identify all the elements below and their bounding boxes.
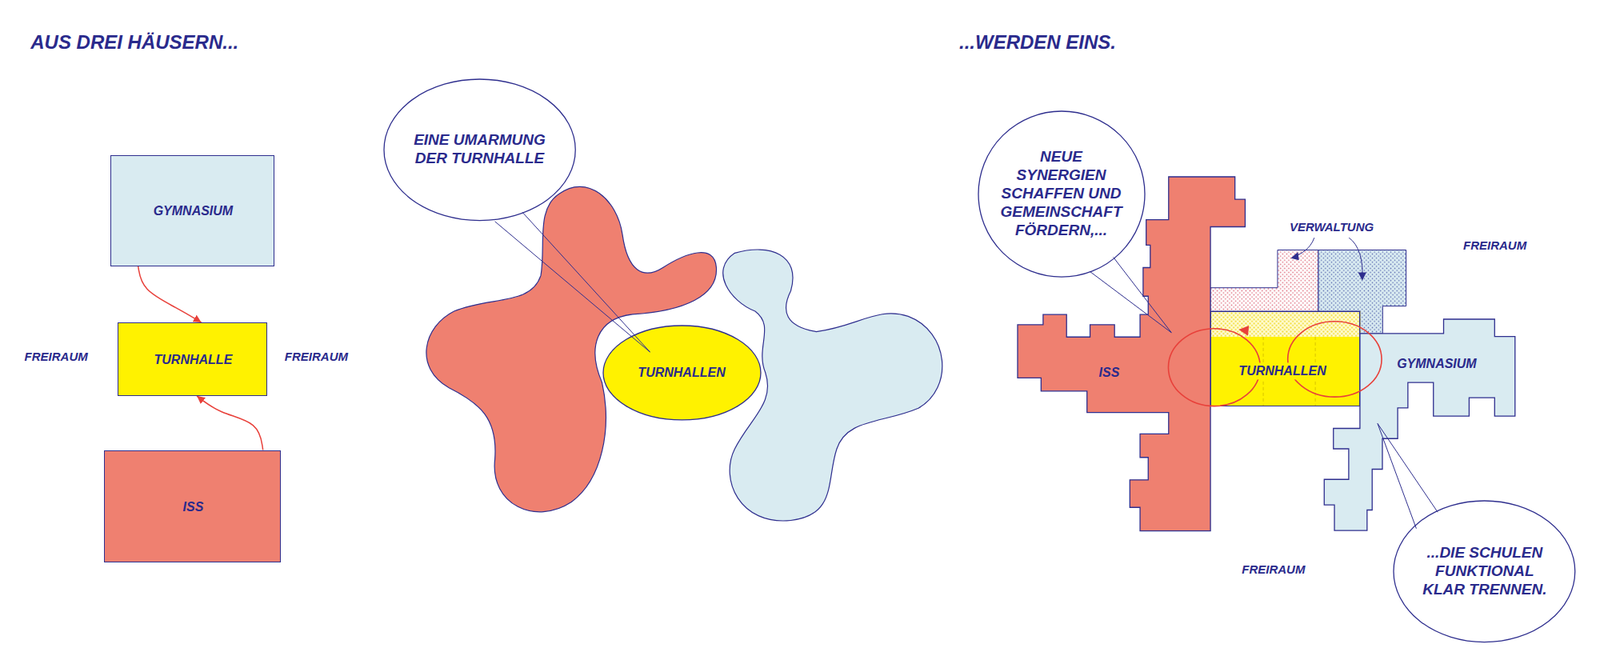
building-box: ISS — [104, 450, 281, 563]
bubble-outline — [978, 111, 1145, 277]
building-box: TURNHALLE — [117, 322, 268, 396]
building-box: GYMNASIUM — [110, 155, 275, 267]
verwaltung-area — [1210, 249, 1319, 312]
hall-box: TURNHALLEN — [1210, 311, 1361, 407]
synergy-loop — [1168, 328, 1260, 407]
area-label: FREIRAUM — [1241, 562, 1305, 577]
node-label: GYMNASIUM — [1396, 356, 1477, 372]
hall-ellipse: TURNHALLEN — [602, 324, 762, 421]
area-label: FREIRAUM — [1463, 238, 1527, 253]
ellipse-outline — [603, 325, 761, 420]
heading: ...WERDEN EINS. — [959, 31, 1116, 55]
area-label: VERWALTUNG — [1289, 220, 1374, 235]
synergy-loop — [1288, 321, 1382, 397]
node-label: TURNHALLEN — [637, 364, 725, 380]
area-label: FREIRAUM — [24, 349, 88, 364]
node-label: TURNHALLE — [154, 352, 233, 368]
bubble-tail — [1377, 423, 1438, 528]
node-label: EINE UMARMUNG DER TURNHALLE — [405, 132, 554, 169]
speech-bubble: EINE UMARMUNG DER TURNHALLE — [383, 78, 576, 222]
building-outline — [1323, 319, 1543, 531]
verwaltung-arrow — [1348, 237, 1363, 276]
flow-arrow — [196, 396, 264, 451]
flow-arrow — [138, 266, 202, 323]
verwaltung-arrowhead — [1291, 252, 1300, 260]
area-label: FREIRAUM — [284, 349, 348, 364]
building-outline — [1324, 319, 1516, 531]
bubble-outline — [384, 79, 576, 221]
hall-fill — [1210, 311, 1360, 407]
loop-arrowhead — [1277, 368, 1287, 380]
speech-bubble: NEUE SYNERGIEN SCHAFFEN UND GEMEINSCHAFT… — [977, 110, 1146, 278]
node-label: ISS — [183, 499, 204, 515]
verwaltung-arrowhead — [1358, 272, 1367, 281]
bubble-tail — [495, 212, 651, 352]
heading: AUS DREI HÄUSERN... — [30, 31, 239, 55]
hall-strip — [1210, 311, 1360, 337]
speech-bubble: ...DIE SCHULEN FUNKTIONAL KLAR TRENNEN. — [1392, 500, 1576, 644]
node-label: ...DIE SCHULEN FUNKTIONAL KLAR TRENNEN. — [1414, 544, 1555, 599]
node-label: GYMNASIUM — [153, 204, 234, 220]
loop-arrowhead — [1238, 325, 1249, 336]
node-label: TURNHALLEN — [1235, 362, 1329, 380]
bubble-outline — [1393, 500, 1576, 643]
building-shape: GYMNASIUM — [1323, 319, 1543, 531]
node-label: ISS — [1099, 364, 1120, 380]
bubble-tail — [1089, 256, 1172, 332]
node-label: NEUE SYNERGIEN SCHAFFEN UND GEMEINSCHAFT… — [997, 148, 1126, 240]
